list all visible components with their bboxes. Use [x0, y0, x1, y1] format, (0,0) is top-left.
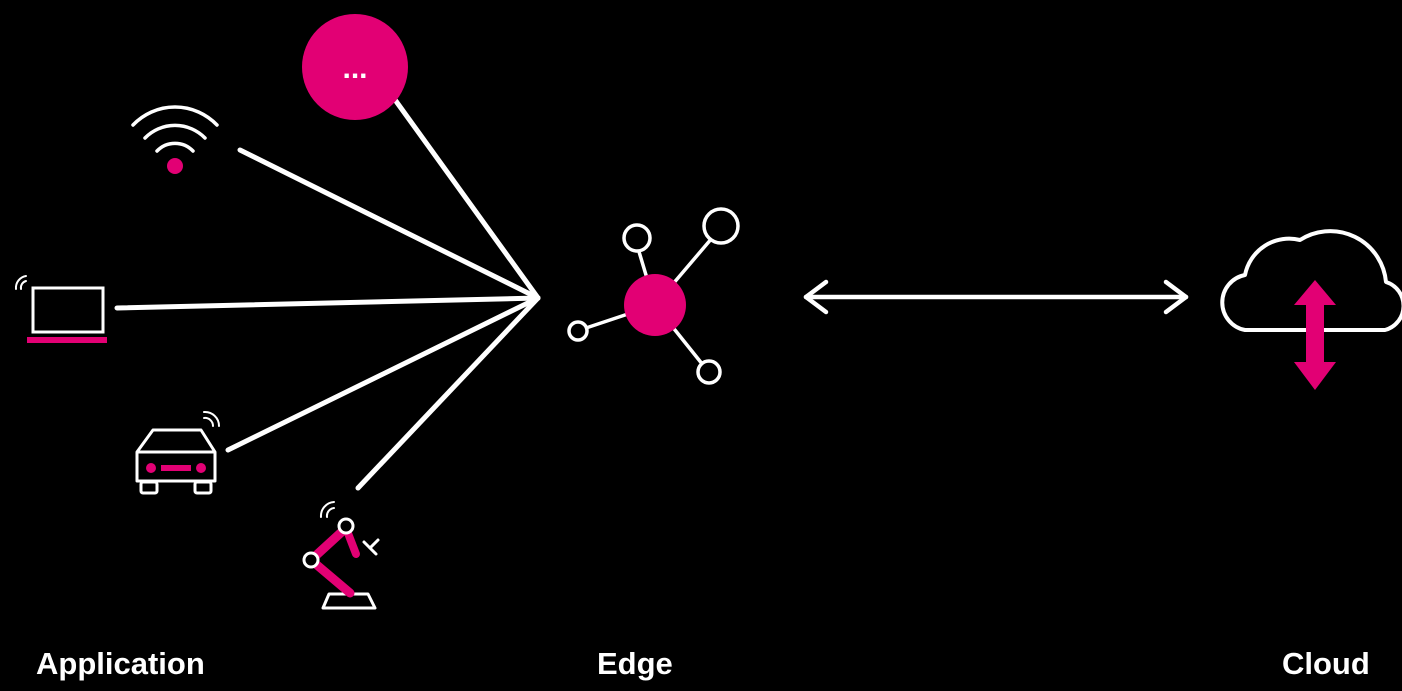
more-node[interactable]: ...: [302, 14, 408, 120]
more-node-circle: [302, 14, 408, 120]
edge-hub-icon[interactable]: [567, 207, 740, 385]
connector-wifi: [237, 147, 541, 301]
bidirectional-arrow-icon: [803, 279, 1189, 315]
label-edge: Edge: [597, 646, 673, 681]
car-icon: [135, 410, 221, 495]
label-cloud: Cloud: [1282, 646, 1370, 681]
connector-more: [390, 94, 541, 301]
connector-robot: [355, 295, 541, 491]
cloud-sync-icon[interactable]: [1220, 229, 1402, 390]
connector-laptop: [114, 295, 541, 311]
connector-car: [225, 295, 541, 453]
device-connectors: [114, 94, 541, 491]
more-node-text: ...: [342, 52, 367, 85]
wifi-icon: [131, 105, 219, 174]
label-application: Application: [36, 646, 205, 681]
laptop-icon: [14, 275, 107, 343]
robot-arm-icon: [302, 501, 380, 610]
